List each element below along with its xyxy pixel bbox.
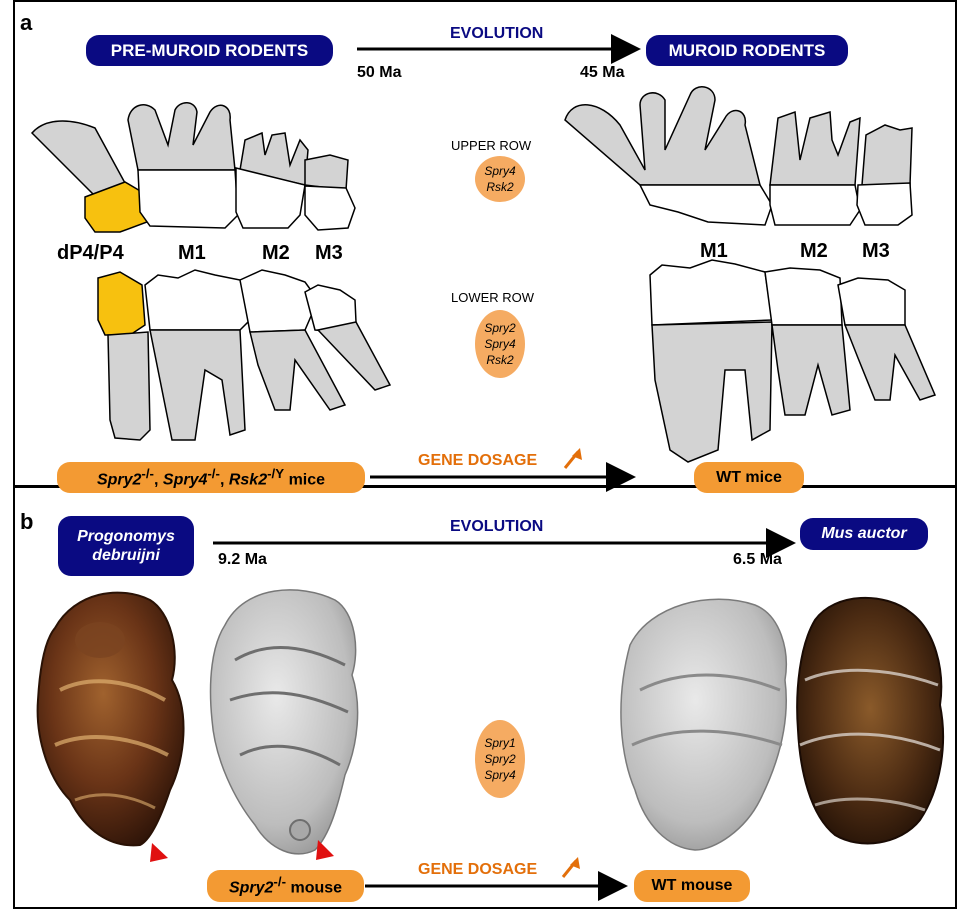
- gene-rsk2-lower: Rsk2: [486, 352, 513, 368]
- mutant-gene-b: Spry2: [229, 880, 273, 897]
- upper-row-genes: Spry4 Rsk2: [475, 156, 525, 202]
- red-arrowhead-left: [150, 843, 168, 862]
- muroid-lower-teeth: [650, 260, 935, 462]
- lower-row-genes: Spry2 Spry4 Rsk2: [475, 310, 525, 378]
- upper-row-title: UPPER ROW: [451, 138, 531, 153]
- mutant-gene-rsk2: Rsk2: [229, 471, 267, 488]
- lower-row-title: LOWER ROW: [451, 290, 534, 305]
- mutant-mice-label: Spry2-/-, Spry4-/-, Rsk2-/Y mice: [57, 462, 365, 493]
- gene-spry1-b: Spry1: [484, 735, 515, 751]
- progonomys-line2: debruijni: [92, 546, 160, 565]
- tooth-label-m3-right: M3: [862, 240, 890, 263]
- mutant-sup-rsk2: -/Y: [267, 466, 284, 481]
- tooth-label-m1-left: M1: [178, 242, 206, 265]
- mus-auctor-label: Mus auctor: [800, 518, 928, 550]
- tooth-label-m3-left: M3: [315, 242, 343, 265]
- spry2-mutant-scan-tooth: [211, 590, 358, 854]
- progonomys-line1: Progonomys: [77, 527, 175, 546]
- muroid-upper-teeth: [565, 87, 912, 225]
- gene-spry4-lower: Spry4: [484, 336, 515, 352]
- progonomys-label: Progonomys debruijni: [58, 516, 194, 576]
- mutant-suffix-a: mice: [284, 471, 325, 488]
- mus-auctor-fossil-tooth: [797, 598, 943, 844]
- gene-spry2-b: Spry2: [484, 751, 515, 767]
- dosage-up-arrow-a: [565, 448, 582, 468]
- spry2-mouse-label: Spry2-/- mouse: [207, 870, 364, 902]
- muroid-rodents-label: MUROID RODENTS: [646, 35, 848, 66]
- progonomys-fossil-tooth: [38, 593, 184, 846]
- panel-b-label: b: [20, 509, 33, 535]
- start-time-b: 9.2 Ma: [218, 551, 267, 569]
- wt-mouse-label: WT mouse: [634, 870, 750, 902]
- mutant-sup-spry2: -/-: [141, 466, 154, 481]
- wt-mice-label: WT mice: [694, 462, 804, 493]
- dosage-up-arrow-b: [563, 857, 580, 877]
- mutant-sup-spry4: -/-: [207, 466, 220, 481]
- tooth-label-m1-right: M1: [700, 240, 728, 263]
- gene-spry4-b: Spry4: [484, 767, 515, 783]
- wt-scan-tooth: [621, 599, 786, 850]
- evolution-label-a: EVOLUTION: [450, 25, 543, 43]
- mutant-suffix-b: mouse: [286, 880, 342, 897]
- mutant-gene-spry2: Spry2: [97, 471, 141, 488]
- mutant-gene-spry4: Spry4: [163, 471, 207, 488]
- red-arrowhead-right: [316, 840, 334, 860]
- gene-dosage-label-b: GENE DOSAGE: [418, 861, 537, 879]
- gene-spry4-upper: Spry4: [484, 163, 515, 179]
- start-time-a: 50 Ma: [357, 64, 401, 82]
- premuroid-upper-teeth: [32, 103, 355, 232]
- tooth-label-m2-left: M2: [262, 242, 290, 265]
- tooth-label-dp4p4: dP4/P4: [57, 242, 124, 265]
- tooth-label-m2-right: M2: [800, 240, 828, 263]
- premuroid-lower-teeth: [98, 270, 390, 440]
- mutant-sep-2: ,: [220, 471, 229, 488]
- end-time-a: 45 Ma: [580, 64, 624, 82]
- panel-a-label: a: [20, 10, 32, 36]
- mutant-sep-1: ,: [154, 471, 163, 488]
- gene-spry2-lower: Spry2: [484, 320, 515, 336]
- evolution-label-b: EVOLUTION: [450, 518, 543, 536]
- end-time-b: 6.5 Ma: [733, 551, 782, 569]
- premuroid-rodents-label: PRE-MUROID RODENTS: [86, 35, 333, 66]
- panel-b-genes: Spry1 Spry2 Spry4: [475, 720, 525, 798]
- gene-dosage-label-a: GENE DOSAGE: [418, 452, 537, 470]
- gene-rsk2-upper: Rsk2: [486, 179, 513, 195]
- mutant-sup-b: -/-: [273, 874, 286, 889]
